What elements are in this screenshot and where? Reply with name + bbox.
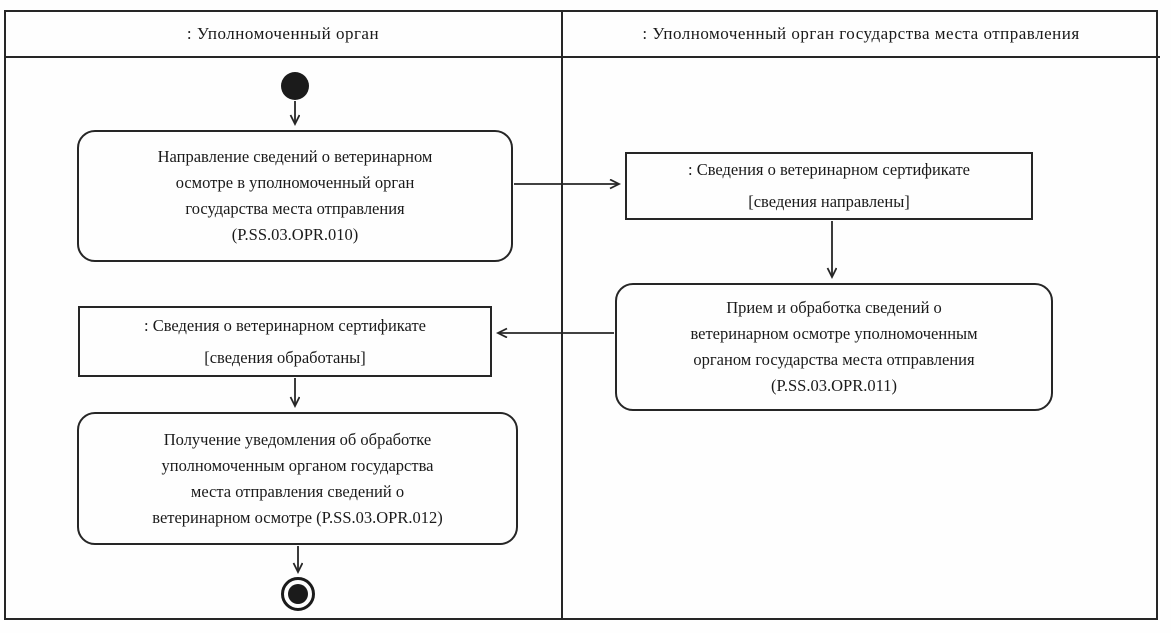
object-node-title: : Сведения о ветеринарном сертификате bbox=[688, 160, 970, 179]
lane-header-authorized-body: : Уполномоченный орган bbox=[186, 24, 380, 43]
initial-node bbox=[281, 72, 309, 100]
object-node-state: [сведения обработаны] bbox=[204, 347, 366, 367]
object-node-title: : Сведения о ветеринарном сертификате bbox=[144, 315, 426, 335]
object-node-certificate-info-processed: : Сведения о ветеринарном сертификате [с… bbox=[78, 306, 492, 377]
final-node-inner-dot bbox=[288, 584, 308, 604]
header-separator bbox=[4, 56, 1160, 58]
object-node-state: [сведения направлены] bbox=[748, 192, 910, 211]
lane-header-departure-state-body: : Уполномоченный орган государства места… bbox=[642, 24, 1080, 43]
activity-node-receive-and-process-info: Прием и обработка сведений о ветеринарно… bbox=[615, 283, 1053, 411]
activity-node-send-veterinary-inspection-info: Направление сведений о ветеринарном осмо… bbox=[77, 130, 513, 262]
final-node bbox=[281, 577, 315, 611]
swimlane-divider bbox=[561, 10, 563, 620]
diagram-frame bbox=[4, 10, 1158, 620]
object-node-certificate-info-sent: : Сведения о ветеринарном сертификате [с… bbox=[625, 152, 1033, 220]
activity-node-receive-processing-notification: Получение уведомления об обработке уполн… bbox=[77, 412, 518, 545]
